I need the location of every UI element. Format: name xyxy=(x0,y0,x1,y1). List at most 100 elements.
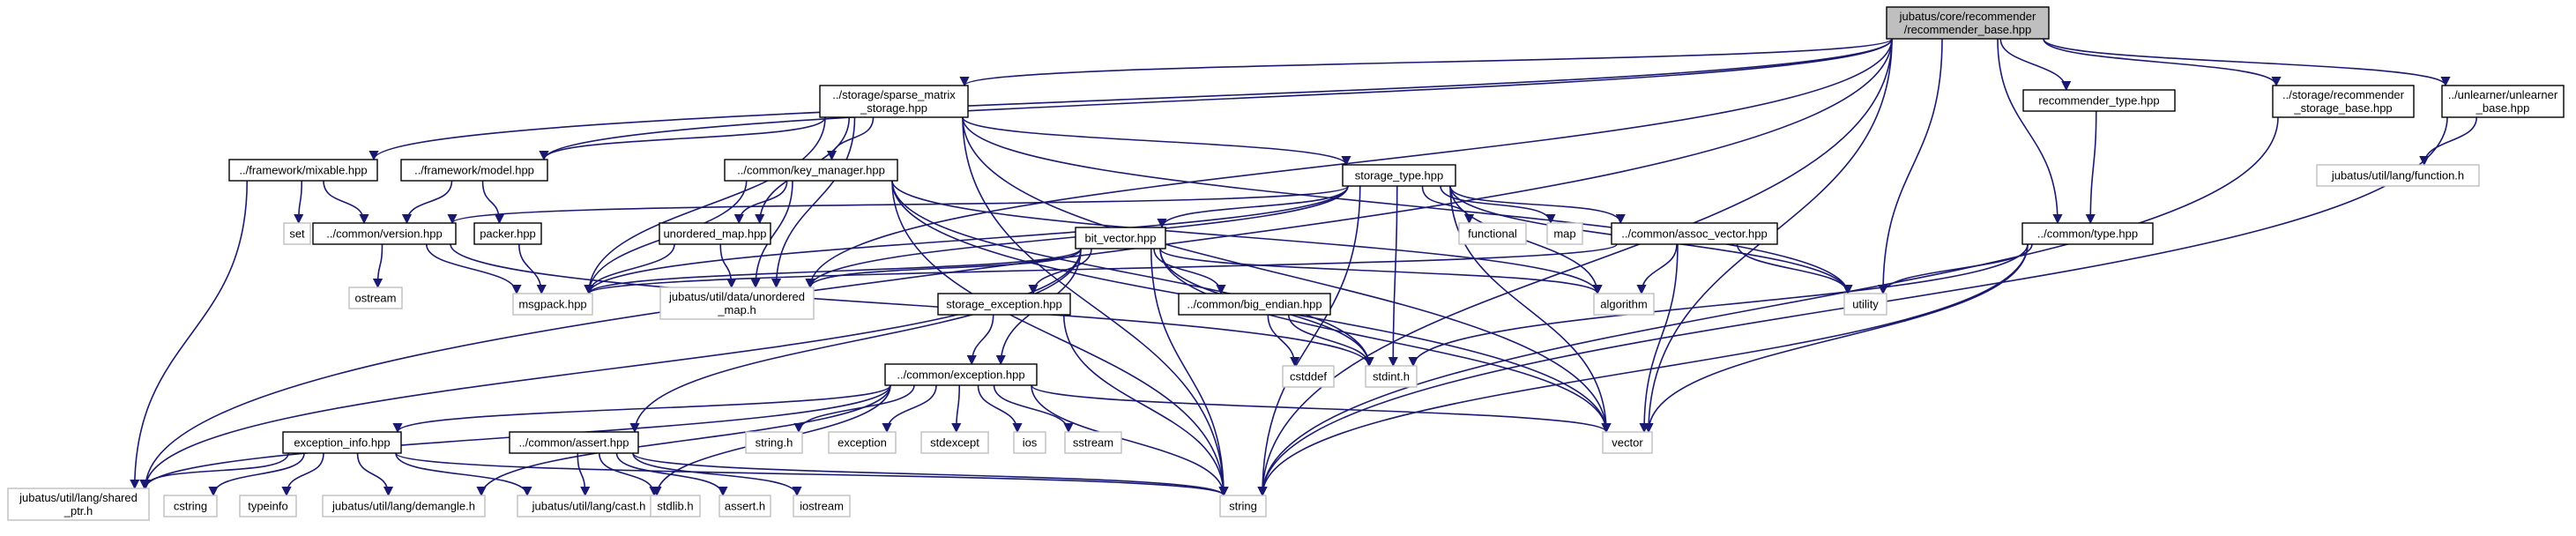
edge-assoc_vector-to-msgpack xyxy=(584,243,1618,295)
node-label: _storage_base.hpp xyxy=(2293,101,2392,115)
node-key_manager[interactable]: ../common/key_manager.hpp xyxy=(724,159,898,182)
edge-bit_vector-to-util_unordered_map xyxy=(805,248,1082,289)
node-big_endian[interactable]: ../common/big_endian.hpp xyxy=(1178,293,1331,316)
edge-assoc_vector-to-vector xyxy=(1639,243,1679,434)
node-label: ostream xyxy=(355,292,397,305)
node-assert_hpp[interactable]: ../common/assert.hpp xyxy=(509,431,639,454)
edge-common_type-to-utility xyxy=(1878,243,2033,295)
node-label: exception_info.hpp xyxy=(294,436,390,450)
node-label: assert.h xyxy=(725,500,765,513)
edge-recommender_base-to-model xyxy=(539,38,1893,161)
edge-exception_hpp-to-ios xyxy=(977,384,1023,434)
node-exception_info[interactable]: exception_info.hpp xyxy=(282,431,402,454)
edge-recommender_base-to-util_unordered_map xyxy=(805,38,1893,289)
node-label: sstream xyxy=(1073,436,1113,450)
node-label: _base.hpp xyxy=(2475,101,2530,115)
node-set: set xyxy=(283,222,311,245)
node-recommender_type[interactable]: recommender_type.hpp xyxy=(2022,89,2176,112)
node-functional: functional xyxy=(1458,222,1527,245)
edge-mixable-to-shared_ptr xyxy=(130,180,249,490)
node-box xyxy=(239,495,297,517)
node-box xyxy=(312,222,457,245)
node-label: jubatus/core/recommender xyxy=(1899,10,2036,23)
edge-big_endian-to-stdint xyxy=(1287,314,1374,368)
node-lang_function: jubatus/util/lang/function.h xyxy=(2316,164,2480,187)
node-label: storage_exception.hpp xyxy=(946,298,1062,311)
node-box xyxy=(400,159,548,182)
node-label: ../common/version.hpp xyxy=(326,227,443,241)
edge-assert_hpp-to-string xyxy=(632,452,1229,497)
node-label: _storage.hpp xyxy=(860,101,927,115)
edge-sparse_matrix-to-util_unordered_map xyxy=(771,116,856,289)
node-label: /recommender_base.hpp xyxy=(1904,23,2032,36)
node-label: jubatus/util/lang/demangle.h xyxy=(331,500,475,513)
node-box xyxy=(2021,222,2154,245)
node-box xyxy=(348,287,403,309)
edge-version-to-stdint xyxy=(450,243,1374,368)
edge-bit_vector-to-storage_exception xyxy=(1028,248,1092,295)
node-recommender_storage[interactable]: ../storage/recommender_storage_base.hpp xyxy=(2272,85,2415,118)
node-box xyxy=(1219,495,1267,517)
node-box xyxy=(650,495,701,517)
node-label: ../common/type.hpp xyxy=(2037,227,2138,241)
node-cstring: cstring xyxy=(163,495,218,517)
edge-exception_info-to-cast xyxy=(395,452,532,497)
edge-key_manager-to-string xyxy=(891,180,1229,497)
node-label: ios xyxy=(1023,436,1038,450)
edge-big_endian-to-cstddef xyxy=(1267,314,1300,368)
node-label: ../common/assoc_vector.hpp xyxy=(1621,227,1767,241)
edge-packer-to-msgpack xyxy=(517,243,547,295)
edge-recommender_base-to-common_type xyxy=(1997,38,2063,225)
node-box xyxy=(937,293,1071,316)
node-label: _map.h xyxy=(717,303,756,316)
node-storage_exception[interactable]: storage_exception.hpp xyxy=(937,293,1071,316)
node-box xyxy=(1886,6,2050,40)
edge-bit_vector-to-algorithm xyxy=(1159,248,1603,295)
node-label: stdint.h xyxy=(1373,370,1410,383)
node-storage_type[interactable]: storage_type.hpp xyxy=(1342,164,1456,187)
node-unlearner_base[interactable]: ../unlearner/unlearner_base.hpp xyxy=(2441,85,2565,118)
node-box xyxy=(2272,85,2415,118)
edge-model-to-packer xyxy=(481,180,505,225)
node-box xyxy=(1843,293,1887,316)
node-bit_vector[interactable]: bit_vector.hpp xyxy=(1075,227,1166,249)
node-packer[interactable]: packer.hpp xyxy=(473,222,542,245)
node-version[interactable]: ../common/version.hpp xyxy=(312,222,457,245)
node-box xyxy=(920,431,989,454)
edge-exception_hpp-to-string_h xyxy=(793,384,915,434)
node-label: storage_type.hpp xyxy=(1355,169,1443,182)
node-label: packer.hpp xyxy=(480,227,536,241)
node-label: jubatus/util/lang/function.h xyxy=(2331,169,2464,182)
node-box xyxy=(1593,293,1655,316)
node-mixable[interactable]: ../framework/mixable.hpp xyxy=(228,159,378,182)
node-model[interactable]: ../framework/model.hpp xyxy=(400,159,548,182)
edge-assoc_vector-to-utility xyxy=(1736,243,1853,295)
edge-exception_hpp-to-demangle xyxy=(476,384,891,497)
node-sparse_matrix[interactable]: ../storage/sparse_matrix_storage.hpp xyxy=(819,85,969,118)
node-label: ../storage/sparse_matrix xyxy=(832,88,956,101)
node-label: utility xyxy=(1852,298,1879,311)
node-unordered_map[interactable]: unordered_map.hpp xyxy=(659,222,771,245)
node-stdlib: stdlib.h xyxy=(650,495,701,517)
node-box xyxy=(828,431,897,454)
node-box xyxy=(282,431,402,454)
node-label: stdlib.h xyxy=(657,500,693,513)
node-label: recommender_type.hpp xyxy=(2038,94,2159,108)
node-recommender_base[interactable]: jubatus/core/recommender/recommender_bas… xyxy=(1886,6,2050,40)
edge-exception_info-to-cstring xyxy=(208,452,305,497)
node-exception_hpp[interactable]: ../common/exception.hpp xyxy=(884,363,1038,386)
edge-storage_type-to-string xyxy=(1257,185,1361,497)
node-sstream: sstream xyxy=(1064,431,1122,454)
node-label: string.h xyxy=(756,436,793,450)
node-box xyxy=(228,159,378,182)
edge-storage_type-to-vector xyxy=(1449,185,1612,434)
edge-assert_hpp-to-iostream xyxy=(632,452,802,497)
node-common_type[interactable]: ../common/type.hpp xyxy=(2021,222,2154,245)
node-label: exception xyxy=(838,436,887,450)
node-box xyxy=(2441,85,2565,118)
node-box xyxy=(7,488,150,521)
node-assoc_vector[interactable]: ../common/assoc_vector.hpp xyxy=(1611,222,1778,245)
node-exception: exception xyxy=(828,431,897,454)
edge-recommender_base-to-string xyxy=(1257,38,1893,497)
edge-sparse_matrix-to-msgpack xyxy=(584,116,826,295)
